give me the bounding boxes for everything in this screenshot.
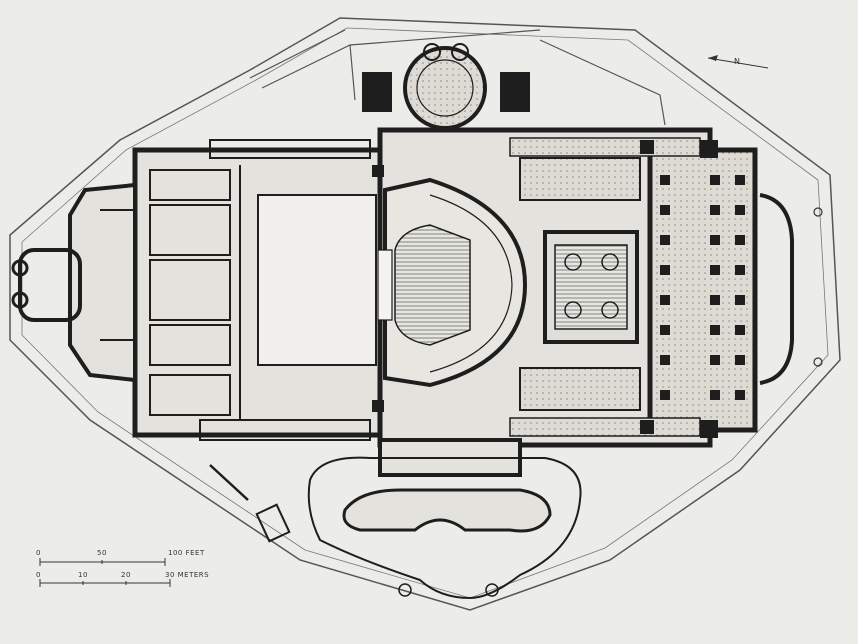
rotunda [362, 43, 530, 130]
kiosk [255, 503, 291, 543]
north-arrow-label: N [734, 57, 740, 66]
north-arrow: N [707, 55, 769, 69]
stage-area [257, 194, 377, 366]
facade-columns [372, 140, 745, 438]
site-inner-boundary [21, 27, 829, 599]
meters-tick-10: 10 [78, 571, 88, 579]
bottom-left-road [209, 464, 249, 501]
top-road [249, 29, 541, 101]
meters-tick-0: 0 [36, 571, 41, 579]
side-pavilion [307, 438, 582, 600]
upper-foyer [519, 157, 641, 201]
top-right-road [539, 39, 666, 126]
lower-foyer [519, 367, 641, 411]
bottom-gallery [509, 417, 701, 437]
top-gallery [509, 137, 701, 157]
feet-tick-0: 0 [36, 549, 41, 557]
scale-bars: 0 50 100 FEET 0 10 20 30 METERS [36, 549, 209, 587]
feet-tick-100: 100 FEET [168, 549, 205, 557]
site-boundary [9, 17, 841, 611]
meters-tick-30: 30 METERS [165, 571, 209, 579]
lamp-post [813, 207, 823, 217]
meters-tick-20: 20 [121, 571, 131, 579]
feet-tick-50: 50 [97, 549, 107, 557]
auditorium [377, 177, 528, 388]
backstage-rooms [100, 139, 371, 441]
grand-staircase [543, 230, 639, 344]
lamp-post [813, 357, 823, 367]
front-ramp [759, 193, 794, 385]
